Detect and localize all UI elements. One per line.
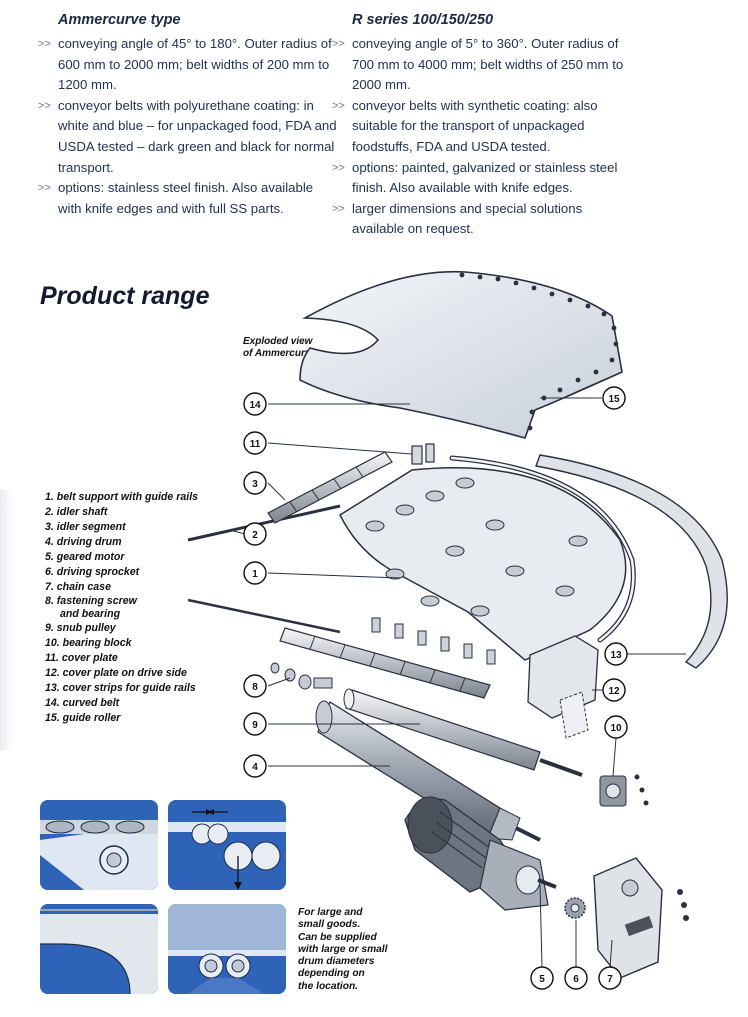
legend-item: 5. geared motor: [45, 551, 125, 563]
callout-12: 12: [602, 678, 626, 702]
list-item: >>options: painted, galvanized or stainl…: [332, 159, 618, 196]
list-item: >>conveying angle of 45° to 180°. Outer …: [38, 36, 332, 93]
legend-item: 7. chain case: [45, 581, 111, 593]
drive-side-plate: [527, 635, 599, 739]
svg-text:5: 5: [539, 974, 545, 985]
svg-text:2: 2: [252, 530, 258, 541]
legend-item: 13. cover strips for guide rails: [45, 682, 196, 694]
detail-thumbnail-curve: [40, 904, 158, 994]
diagram-caption: Exploded view of Ammercurve: [243, 336, 316, 359]
left-edge-shade: [0, 490, 14, 750]
callout-13: 13: [604, 642, 628, 666]
detail-thumbnail-rollers-gap: [168, 800, 286, 890]
legend-item: 11. cover plate: [45, 652, 118, 664]
r-series-heading: R series 100/150/250: [352, 12, 494, 28]
legend-item: 3. idler segment: [45, 521, 126, 533]
callout-5: 5: [530, 966, 554, 990]
list-item: >>conveying angle of 5° to 360°. Outer r…: [332, 36, 624, 93]
svg-text:6: 6: [573, 974, 579, 985]
legend-item: 9. snub pulley: [45, 622, 116, 634]
legend-item: 2. idler shaft: [45, 506, 108, 518]
svg-text:15: 15: [608, 394, 620, 405]
list-item: >>options: stainless steel finish. Also …: [38, 180, 314, 216]
svg-text:3: 3: [252, 479, 258, 490]
idler-row-lower: [279, 617, 496, 699]
driving-sprocket: [564, 897, 586, 919]
list-item: >>conveyor belts with synthetic coating:…: [332, 97, 598, 154]
legend-item: 8. fastening screw: [45, 595, 137, 607]
callout-10: 10: [604, 715, 628, 739]
svg-text:1: 1: [252, 569, 258, 580]
callout-2: 2: [243, 522, 267, 546]
r-series-column: R series 100/150/250 >>conveying angle o…: [332, 12, 632, 240]
svg-text:14: 14: [249, 400, 261, 411]
detail-thumbnail-double-roller: [168, 904, 286, 994]
idler-shaft-lower: [187, 598, 341, 634]
bearing-block: [599, 774, 649, 807]
legend-item: 15. guide roller: [45, 712, 121, 724]
ammercurve-heading: Ammercurve type: [58, 12, 181, 28]
callout-6: 6: [564, 966, 588, 990]
belt-support: [339, 455, 636, 661]
legend-item: 14. curved belt: [45, 697, 120, 709]
curved-belt: [299, 270, 623, 439]
cover-plate: [411, 443, 435, 465]
svg-text:11: 11: [250, 439, 261, 450]
callout-11: 11: [243, 431, 267, 455]
ammercurve-column: Ammercurve type >>conveying angle of 45°…: [38, 12, 338, 219]
legend-item: 4. driving drum: [45, 536, 122, 548]
snub-pulley: [343, 688, 583, 777]
callout-15: 15: [602, 386, 626, 410]
idler-segments: [267, 451, 393, 524]
svg-text:12: 12: [608, 686, 620, 697]
svg-text:9: 9: [252, 720, 258, 731]
list-item: >>conveyor belts with polyurethane coati…: [38, 97, 337, 175]
idler-shaft: [187, 504, 341, 542]
svg-text:8: 8: [252, 682, 258, 693]
callout-3: 3: [243, 471, 267, 495]
legend-item: 6. driving sprocket: [45, 566, 140, 578]
thumbnail-note: For large and small goods. Can be suppli…: [298, 907, 388, 992]
r-series-list: >>conveying angle of 5° to 360°. Outer r…: [332, 34, 632, 240]
list-item: >>larger dimensions and special solution…: [332, 200, 583, 237]
ammercurve-list: >>conveying angle of 45° to 180°. Outer …: [38, 34, 338, 219]
callout-1: 1: [243, 561, 267, 585]
cover-strip: [535, 454, 728, 669]
callout-9: 9: [243, 712, 267, 736]
callout-4: 4: [243, 754, 267, 778]
legend-item: 1. belt support with guide rails: [45, 491, 199, 503]
callout-14: 14: [243, 392, 267, 416]
chain-case: [593, 857, 689, 979]
svg-text:13: 13: [610, 650, 622, 661]
detail-thumbnail-drum-edge: [40, 800, 158, 890]
legend-item: and bearing: [60, 608, 121, 620]
svg-text:10: 10: [610, 723, 622, 734]
callout-8: 8: [243, 674, 267, 698]
legend-item: 10. bearing block: [45, 637, 132, 649]
svg-text:7: 7: [607, 974, 613, 985]
callout-7: 7: [598, 966, 622, 990]
geared-motor: [404, 796, 557, 911]
product-range-title: Product range: [40, 282, 210, 310]
legend-item: 12. cover plate on drive side: [45, 667, 187, 679]
svg-text:4: 4: [252, 762, 258, 773]
parts-legend: 1. belt support with guide rails 2. idle…: [45, 490, 198, 726]
fastening-screw: [270, 662, 333, 690]
